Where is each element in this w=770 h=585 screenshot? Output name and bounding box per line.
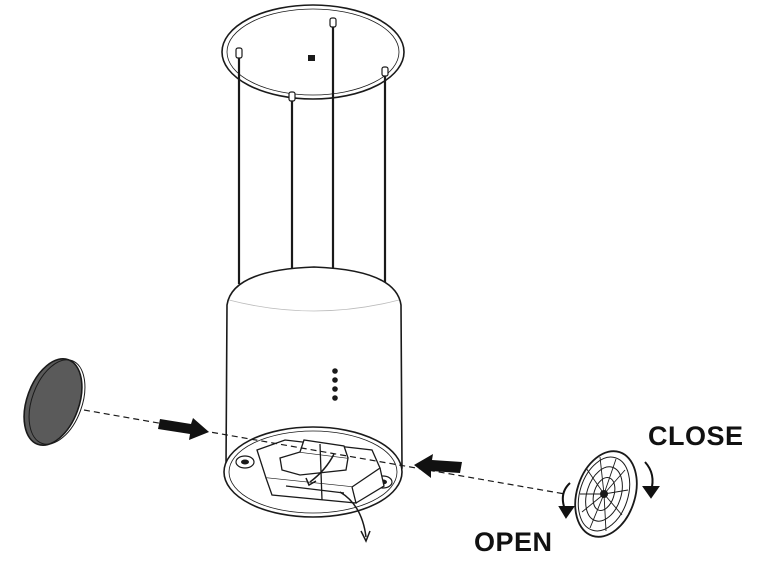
- motor-housing: [256, 439, 385, 504]
- cable-anchor-icon: [288, 91, 296, 102]
- control-button-icon: [332, 377, 338, 383]
- hood-cylinder: [225, 266, 403, 469]
- cable-anchor-icon: [381, 66, 389, 77]
- carbon-filter-spokes: [580, 456, 629, 532]
- control-button-icon: [332, 395, 338, 401]
- cable-anchor-icon: [329, 17, 337, 28]
- ceiling-mounting-plate: [221, 4, 405, 100]
- control-button-icon: [332, 386, 338, 392]
- control-buttons: [332, 368, 338, 401]
- suspension-cables: [237, 26, 387, 285]
- grease-filter-disc: [23, 357, 86, 447]
- control-button-icon: [332, 368, 338, 374]
- open-label: OPEN: [474, 527, 553, 557]
- airflow-arrow-icon: [309, 453, 335, 483]
- airflow-arrow-icon: [339, 491, 367, 538]
- close-label: CLOSE: [648, 421, 744, 451]
- insertion-arrows: [158, 418, 462, 478]
- cable-anchors: [235, 17, 389, 102]
- carbon-filter: [574, 450, 638, 538]
- hood-bottom-plate: [223, 426, 403, 543]
- plate-screw-icon: [308, 55, 315, 61]
- airflow-arrows: [305, 453, 371, 543]
- arrow-right-icon: [158, 418, 209, 440]
- rotation-arrows: [558, 461, 660, 519]
- arrow-left-icon: [414, 454, 462, 478]
- cable-anchor-icon: [235, 47, 243, 59]
